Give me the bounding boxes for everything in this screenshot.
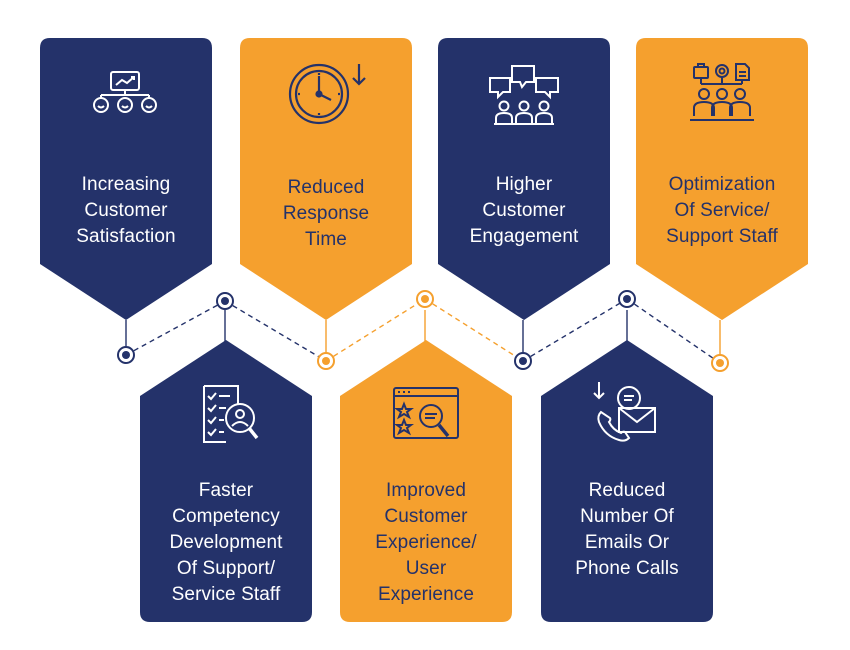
card-title-line: Customer	[384, 506, 468, 527]
card-title-line: Service Staff	[171, 584, 281, 605]
card-title-line: Number Of	[580, 506, 674, 527]
card-reduced-response-time: Reduced Response Time	[240, 38, 412, 320]
card-title-line: Customer	[482, 200, 566, 221]
card-title-line: Reduced	[287, 177, 365, 198]
connector-nodes	[117, 290, 729, 372]
phone-email-chat-icon	[593, 382, 656, 442]
card-title-line: Experience/	[375, 532, 477, 553]
card-reduced-number-of-emails-or-phone-calls: Reduced Number Of Emails Or Phone Calls	[541, 340, 713, 622]
card-title-line: Competency	[172, 506, 280, 527]
card-higher-customer-engagement: Higher Customer Engagement	[438, 38, 610, 320]
card-title-line: Of Support/	[176, 558, 276, 579]
card-title-line: Response	[282, 203, 370, 224]
staff-tools-organization-icon	[690, 63, 754, 121]
browser-rating-search-icon	[393, 387, 459, 439]
card-title-line: Faster	[198, 480, 254, 501]
card-title-line: Optimization	[668, 174, 776, 195]
card-title-line: Support Staff	[666, 226, 778, 247]
card-improved-customer-experience: Improved Customer Experience/ User Exper…	[340, 340, 512, 622]
checklist-search-user-icon	[203, 385, 259, 443]
card-title-line: Phone Calls	[575, 558, 679, 579]
card-title-line: Experience	[377, 584, 475, 605]
card-title-line: Improved	[385, 480, 466, 501]
card-title-line: Emails Or	[584, 532, 670, 553]
card-title-line: Reduced	[588, 480, 666, 501]
card-title-line: Higher	[495, 174, 553, 195]
card-optimization-of-service-support-staff: Optimization Of Service/ Support Staff	[636, 38, 808, 320]
clock-down-arrow-icon	[288, 63, 366, 125]
card-faster-competency-development: Faster Competency Development Of Support…	[140, 340, 312, 622]
card-increasing-customer-satisfaction: Increasing Customer Satisfaction	[40, 38, 212, 320]
card-title-line: Increasing	[81, 174, 171, 195]
satisfaction-chart-smiley-icon	[93, 71, 157, 113]
card-title-line: Development	[169, 532, 283, 553]
card-title-line: User	[405, 558, 447, 579]
chat-bubbles-people-icon	[489, 65, 559, 125]
card-title-line: Customer	[84, 200, 168, 221]
card-title-line: Time	[305, 229, 347, 250]
card-title-line: Engagement	[469, 226, 579, 247]
card-title-line: Satisfaction	[76, 226, 176, 247]
card-title-line: Of Service/	[674, 200, 770, 221]
